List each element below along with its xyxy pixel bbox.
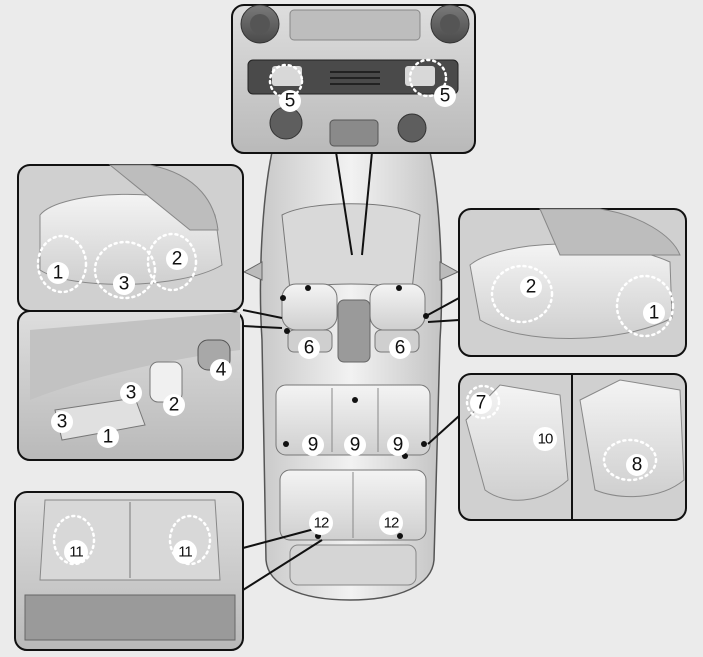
passenger-seat-closeup [425, 208, 687, 357]
car-top-view [242, 151, 460, 601]
heated-seat-switch-panel [231, 4, 476, 256]
callout-text: 9 [350, 435, 361, 456]
callout-10: 10 [533, 427, 557, 451]
second-row-seat-closeup [427, 373, 687, 521]
callout-text: 11 [69, 544, 83, 561]
callout-3-left-seat: 3 [113, 273, 135, 295]
callout-12-left: 12 [309, 511, 333, 535]
callout-text: 6 [304, 338, 315, 359]
callout-text: 12 [314, 515, 329, 532]
callout-text: 2 [526, 277, 537, 298]
callout-text: 9 [393, 435, 404, 456]
callout-text: 2 [172, 249, 183, 270]
callout-text: 11 [178, 544, 192, 561]
callout-11-left: 11 [64, 540, 88, 564]
callout-1-switch: 1 [97, 426, 119, 448]
callout-2-left-seat: 2 [166, 248, 188, 270]
callout-5-left: 5 [279, 90, 301, 112]
callout-text: 5 [285, 91, 296, 112]
callout-7: 7 [470, 392, 492, 414]
callout-text: 3 [57, 412, 68, 433]
callout-6-right: 6 [389, 337, 411, 359]
callout-8: 8 [626, 454, 648, 476]
callout-text: 12 [384, 515, 399, 532]
callout-6-left: 6 [298, 337, 320, 359]
driver-seat-closeup [17, 164, 283, 329]
callout-3-switch-b: 3 [51, 411, 73, 433]
callout-9-right: 9 [387, 434, 409, 456]
callout-text: 7 [476, 393, 487, 414]
callout-text: 4 [216, 360, 227, 381]
callout-text: 6 [395, 338, 406, 359]
callout-1-left-seat: 1 [47, 262, 69, 284]
callout-11-right: 11 [173, 540, 197, 564]
callout-text: 1 [103, 427, 114, 448]
callout-text: 9 [308, 435, 319, 456]
callout-5-right: 5 [434, 85, 456, 107]
callout-9-left: 9 [302, 434, 324, 456]
callout-text: 3 [126, 383, 137, 404]
callout-2-right-seat: 2 [520, 276, 542, 298]
callout-2-switch: 2 [163, 394, 185, 416]
callout-text: 1 [649, 303, 660, 324]
callout-3-switch-a: 3 [120, 382, 142, 404]
callout-text: 5 [440, 86, 451, 107]
callout-text: 10 [538, 431, 553, 448]
callout-text: 8 [632, 455, 643, 476]
callout-text: 1 [53, 263, 64, 284]
callout-labels: 5 5 1 3 2 3 3 1 2 4 6 6 2 1 9 9 9 7 10 8… [47, 85, 665, 564]
cargo-area-closeup [14, 491, 323, 651]
callout-1-right-seat: 1 [643, 302, 665, 324]
callout-9-center: 9 [344, 434, 366, 456]
callout-text: 3 [119, 274, 130, 295]
callout-12-right: 12 [379, 511, 403, 535]
callout-4-switch: 4 [210, 359, 232, 381]
callout-text: 2 [169, 395, 180, 416]
